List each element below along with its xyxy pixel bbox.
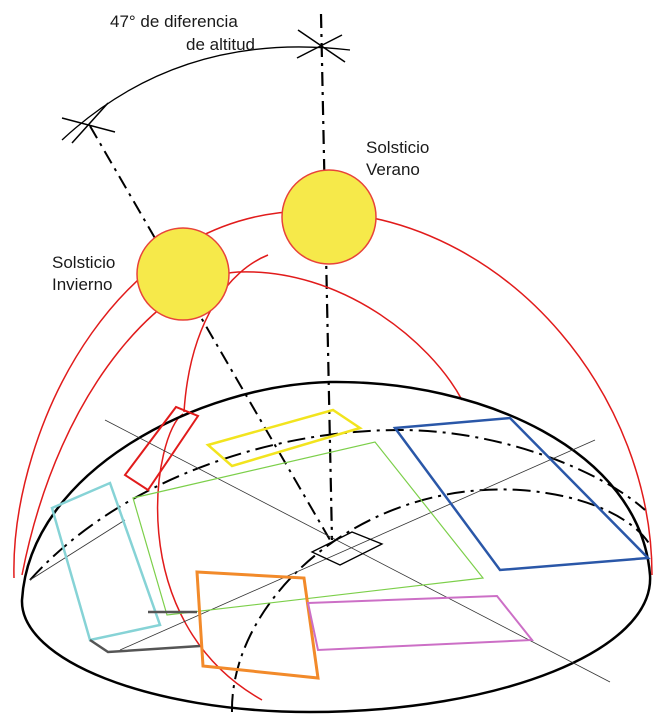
guide-line-ew [119,439,596,651]
winter-sun-ray [89,125,331,541]
winter-sun-path-low [21,271,463,576]
winter-crosshair [61,102,116,144]
dashed-arc-right [230,488,651,713]
rect-green [132,441,485,616]
guide-line-short [29,519,126,581]
horizon-ellipse [20,380,652,714]
center-marker [310,531,384,566]
rect-blue [392,416,651,572]
summer-sun-ray [319,13,334,541]
rect-gray-shadow [89,638,201,654]
dashed-arc-left [29,428,646,581]
summer-sun [281,169,377,265]
altitude-label-line2: de altitud [186,35,255,54]
rect-orange [195,570,320,680]
guide-line-ns [104,419,611,683]
rect-red [123,405,200,492]
summer-label-line2: Verano [366,160,420,179]
winter-sun-path-inner [156,413,263,701]
rect-yellow [205,408,363,468]
rect-cyan [50,481,162,642]
summer-label-line1: Solsticio [366,138,429,157]
altitude-arc [61,46,351,141]
altitude-label-line1: 47° de diferencia [110,12,238,31]
winter-label-line1: Solsticio [52,253,115,272]
rect-magenta [306,594,534,652]
winter-sun [136,227,230,321]
winter-label-line2: Invierno [52,275,112,294]
